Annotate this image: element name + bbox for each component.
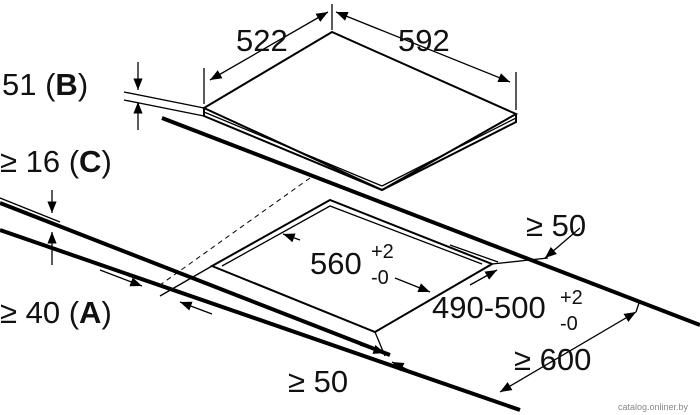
rear-clearance-label: ≥ 16 (C) (0, 144, 112, 179)
cutout-depth-dimension (449, 244, 499, 286)
worktop (0, 116, 700, 412)
cutout-width-tol-plus: +2 (371, 241, 394, 263)
cutout-width-dimension (282, 233, 431, 293)
top-depth-label: 522 (236, 23, 288, 58)
worktop-top-rear-edge (161, 116, 700, 327)
thickness-dimension (123, 62, 205, 130)
cutout-depth-label: 490-500 (432, 290, 546, 325)
side-clearance-dimension (491, 227, 581, 265)
cutout-depth-tol-minus: -0 (560, 313, 578, 335)
worktop-depth-label: ≥ 600 (514, 342, 591, 377)
worktop-left-top-edge (0, 201, 391, 357)
cooktop-front-edge (203, 108, 517, 192)
thickness-label: 51 (B) (2, 67, 88, 102)
alignment-dashed-line (159, 177, 311, 286)
front-clearance-dimension (99, 265, 213, 315)
cutout-width-label: 560 (310, 246, 362, 281)
watermark: catalog.onliner.by (618, 402, 689, 412)
side-clearance-label: ≥ 50 (526, 208, 586, 243)
cutout-depth-tol-plus: +2 (560, 287, 583, 309)
worktop-depth-dimension (499, 299, 641, 393)
front-clearance-label: ≥ 40 (A) (0, 295, 112, 330)
cutout-width-tol-minus: -0 (371, 267, 389, 289)
worktop-left-bottom-edge (0, 228, 521, 412)
top-width-label: 592 (398, 23, 450, 58)
front-side-clearance-dimension (359, 331, 409, 372)
front-side-clearance-label: ≥ 50 (288, 364, 348, 399)
top-dimension-lines (203, 4, 517, 110)
